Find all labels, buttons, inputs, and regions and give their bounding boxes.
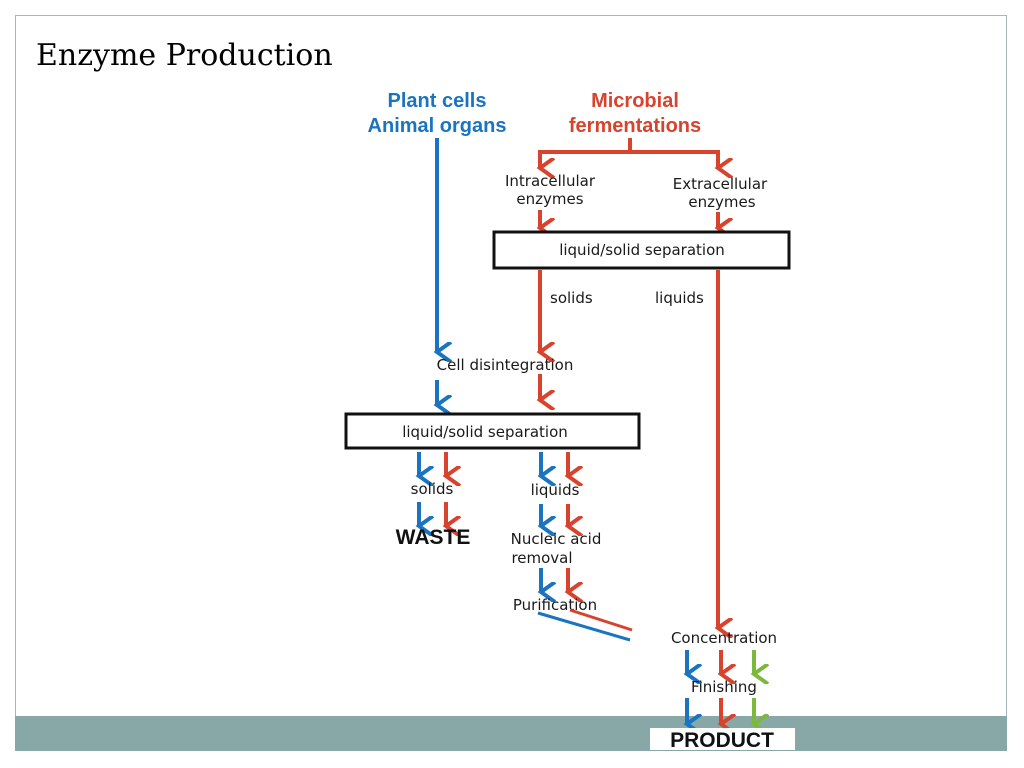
top-solids-label: solids: [550, 289, 593, 307]
footer-band: [15, 716, 1007, 751]
top-separation-box: [492, 230, 791, 270]
slide-title: Enzyme Production: [36, 38, 333, 73]
intracellular-enzymes-label: enzymes: [516, 190, 583, 208]
mid-separation-box: [344, 412, 641, 450]
microbial-label: Microbial: [591, 90, 679, 112]
top-liquids-label: liquids: [655, 289, 704, 307]
microbial-split-connector: [540, 138, 718, 154]
extracellular-enzymes-label: enzymes: [688, 193, 755, 211]
cell-disintegration-label: Cell disintegration: [437, 356, 574, 374]
top-separation-label: liquid/solid separation: [559, 241, 725, 259]
slide-frame: [15, 15, 1007, 751]
product-backdrop: [650, 728, 795, 750]
purification-label: Purification: [513, 596, 597, 614]
mid-liquids-label: liquids: [531, 481, 580, 499]
waste-label: WASTE: [396, 526, 471, 549]
plant-cells-label: Plant cells: [388, 90, 487, 112]
finishing-label: Finishing: [691, 678, 757, 696]
animal-organs-label: Animal organs: [368, 115, 507, 137]
nucleic-removal-label: removal: [511, 549, 572, 567]
fermentations-label: fermentations: [569, 115, 701, 137]
mid-separation-label: liquid/solid separation: [402, 423, 568, 441]
product-label: PRODUCT: [670, 729, 774, 752]
intracellular-label: Intracellular: [505, 172, 596, 190]
purification-blue-diagonal: [537, 611, 631, 642]
extracellular-label: Extracellular: [673, 175, 768, 193]
concentration-label: Concentration: [671, 629, 777, 647]
purification-red-diagonal: [569, 608, 633, 632]
nucleic-acid-label: Nucleic acid: [511, 530, 602, 548]
mid-solids-label: solids: [411, 480, 454, 498]
